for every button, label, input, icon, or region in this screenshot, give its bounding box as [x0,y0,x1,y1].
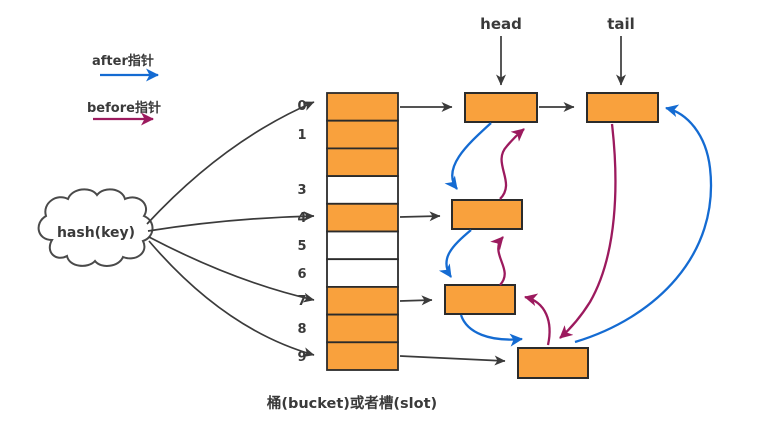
before-arrow-nodeD-to-nodeC [490,236,506,286]
hash-arrow-bucket-4 [147,211,315,232]
cloud-icon [37,188,154,267]
after-arrow-nodeE-to-tail [574,104,713,344]
hash-arrow-bucket-7 [148,236,315,303]
legend-before-label: before指针 [87,100,161,116]
before-pointers [490,123,617,346]
bucket-index-6: 6 [297,267,306,282]
bucket-index-8: 8 [297,322,306,337]
before-arrow-nodeC-to-head [499,128,525,200]
bucket-index-3: 3 [297,183,306,198]
entry-node-bucket4 [451,199,523,230]
bucket-cell-7 [326,285,399,316]
hash-key-label: hash(key) [57,225,135,241]
entry-nodes [444,92,659,379]
after-arrow-head-to-nodeC [444,122,492,190]
hash-arrow-bucket-0 [146,101,315,225]
entry-node-head [464,92,538,123]
bucket-index-7: 7 [297,294,306,309]
chain-arrow-bucket9-nodeE [399,355,506,366]
chain-arrow-bucket4-nodeC [399,211,441,222]
bucket-index-labels: 0 1 3 4 5 6 7 8 9 [297,99,306,365]
before-arrow-tail-to-nodeE [559,123,617,339]
bucket-index-5: 5 [297,239,306,254]
legend: after指针 before指针 [87,53,161,126]
entry-node-bucket9 [517,347,589,379]
before-arrow-nodeE-to-nodeD [524,293,551,346]
after-arrow-nodeC-to-nodeD [438,229,472,278]
chain-arrow-bucket7-nodeD [399,295,433,306]
bucket-cell-4 [326,202,399,233]
head-pointer: head [480,15,522,86]
bucket-index-1: 1 [297,128,306,143]
tail-pointer: tail [607,15,635,86]
bucket-index-9: 9 [297,350,306,365]
bucket-cell-8 [326,313,399,344]
bucket-cell-1 [326,119,399,150]
legend-after-label: after指针 [92,53,154,69]
bucket-cell-2 [326,147,399,177]
bucket-cell-9 [326,341,399,371]
hash-arrow-bucket-9 [148,240,315,357]
bucket-cell-6 [326,258,399,288]
head-label: head [480,15,522,33]
bucket-cell-0 [326,92,399,122]
bucket-cell-3 [326,175,399,205]
bucket-chain-arrows [399,102,575,366]
entry-node-bucket7 [444,284,516,315]
after-arrow-nodeD-to-nodeE [459,314,523,347]
hash-key-cloud: hash(key) [37,188,154,267]
bucket-cell-5 [326,230,399,261]
bucket-array [326,92,399,371]
bucket-index-4: 4 [297,211,306,226]
bucket-caption: 桶(bucket)或者槽(slot) [267,394,437,412]
tail-label: tail [607,15,635,33]
after-pointers [438,104,713,347]
hash-to-bucket-arrows [146,101,315,357]
entry-node-tail [586,92,659,123]
